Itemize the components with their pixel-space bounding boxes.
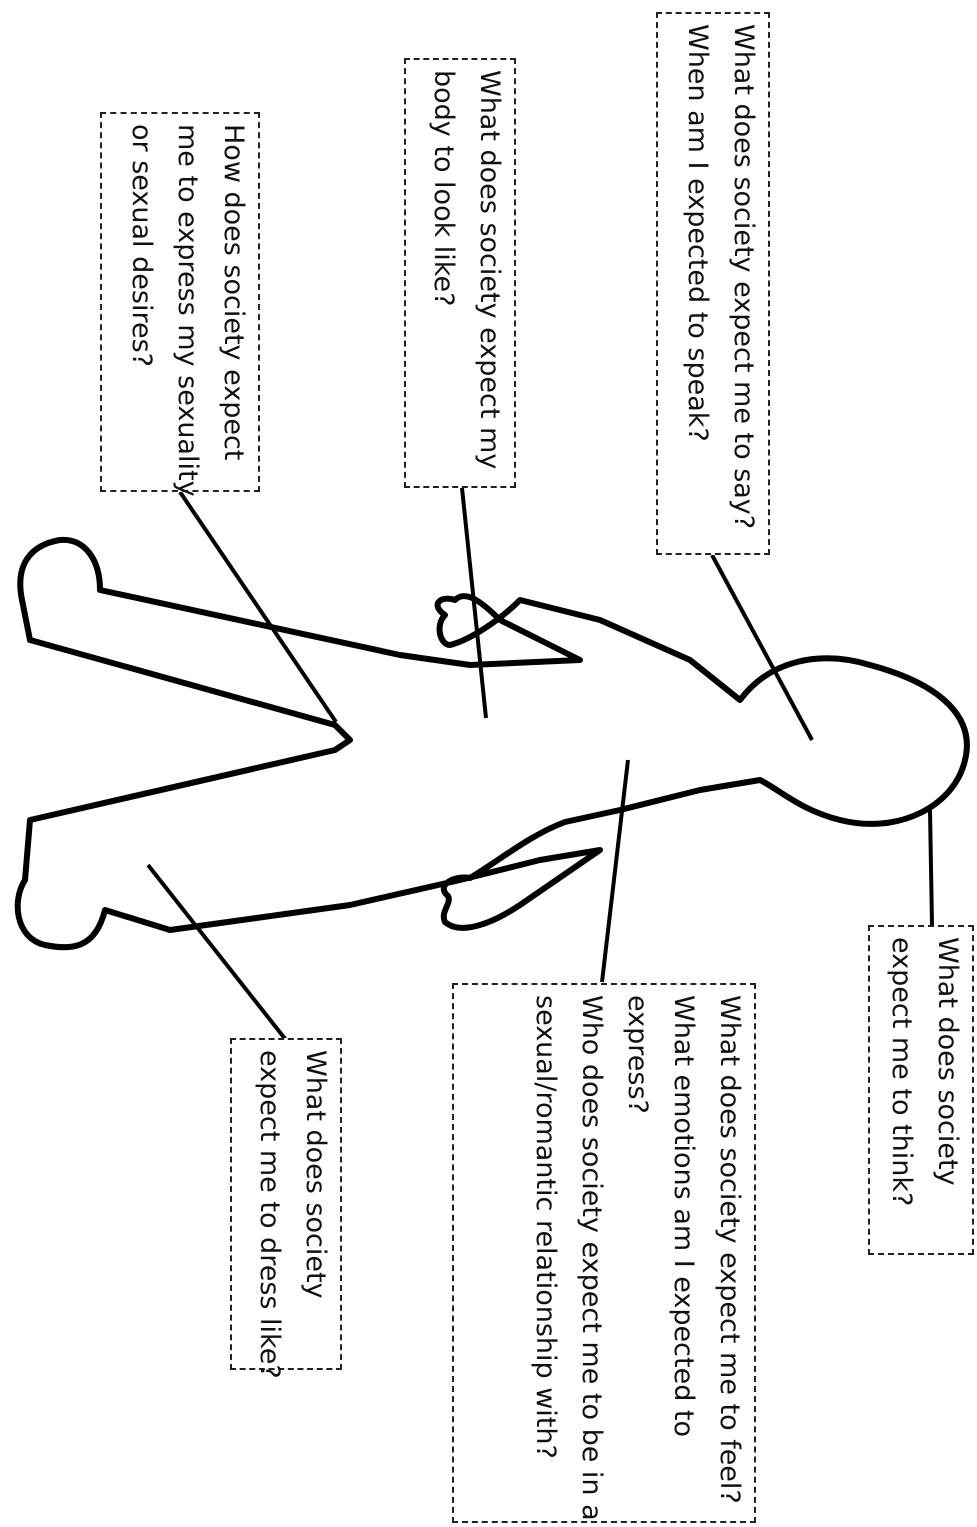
prompt-sexuality-line-1: How does society expect [218, 124, 249, 461]
prompt-think-line-2: expect me to think? [886, 937, 917, 1207]
prompt-feel-line-1: What does society expect me to feel? [714, 995, 745, 1504]
prompt-say-line-1: What does society expect me to say? [728, 24, 759, 530]
person-outline [14, 536, 970, 951]
prompt-body-line-2: body to look like? [428, 70, 459, 307]
connector-sexuality [178, 490, 338, 724]
prompt-box-say: What does society expect me to say? When… [656, 12, 770, 555]
prompt-feel-line-4: Who does society expect me to be in a [576, 995, 607, 1521]
prompt-box-feel: What does society expect me to feel? Wha… [452, 983, 756, 1523]
prompt-box-sexuality: How does society expect me to express my… [100, 112, 260, 497]
connector-feel [600, 759, 630, 983]
prompt-feel-line-3: express? [622, 995, 653, 1114]
connector-body [460, 487, 488, 719]
prompt-body-line-1: What does society expect my [474, 70, 505, 470]
prompt-box-think: What does society expect me to think? [868, 925, 974, 1255]
prompt-think-line-1: What does society [932, 937, 963, 1186]
prompt-feel-line-2: What emotions am I expected to [668, 995, 699, 1438]
prompt-say-line-2: When am I expected to speak? [682, 24, 713, 442]
connector-say [710, 554, 814, 741]
prompt-dress-line-2: expect me to dress like? [254, 1050, 285, 1379]
prompt-box-dress: What does society expect me to dress lik… [230, 1038, 342, 1379]
prompt-sexuality-line-3: or sexual desires? [126, 124, 157, 367]
prompt-sexuality-line-2: me to express my sexuality [172, 124, 203, 497]
prompt-feel-line-5: sexual/romantic relationship with? [530, 995, 561, 1459]
connector-dress [146, 863, 288, 1042]
prompt-box-body: What does society expect my body to look… [404, 58, 516, 488]
prompt-dress-line-1: What does society [300, 1050, 331, 1299]
connector-think [928, 809, 934, 926]
